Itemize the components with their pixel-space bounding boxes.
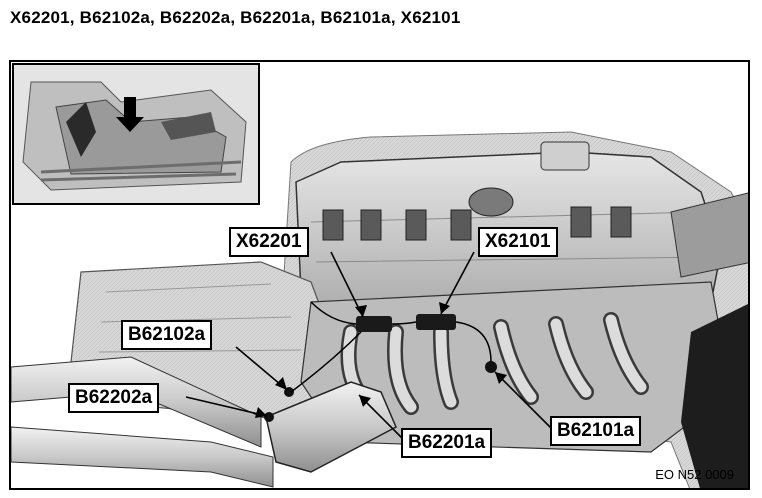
page-title: X62201, B62102a, B62202a, B62201a, B6210… — [10, 8, 461, 27]
callout-x62201: X62201 — [229, 227, 309, 257]
figure-id: EO N52 0009 — [655, 467, 734, 482]
engine-figure: X62201 X62101 B62102a B62202a B62201a B6… — [9, 60, 750, 490]
leader-b62101a — [494, 371, 552, 429]
leader-b62202a — [185, 396, 268, 417]
arrow-down-icon — [116, 97, 144, 132]
connector-x62101 — [416, 314, 456, 330]
callout-b62201a: B62201a — [401, 428, 493, 458]
sensor-b62101a — [485, 361, 497, 373]
callout-b62202a: B62202a — [68, 383, 160, 413]
callout-x62101: X62101 — [478, 227, 558, 257]
callout-b62101a: B62101a — [550, 416, 642, 446]
inset-overview — [12, 63, 260, 205]
leader-x62201 — [330, 251, 364, 318]
leader-x62101 — [440, 251, 475, 315]
connector-x62201 — [356, 316, 392, 332]
sensor-b62202a — [264, 412, 274, 422]
callout-b62102a: B62102a — [121, 320, 213, 350]
